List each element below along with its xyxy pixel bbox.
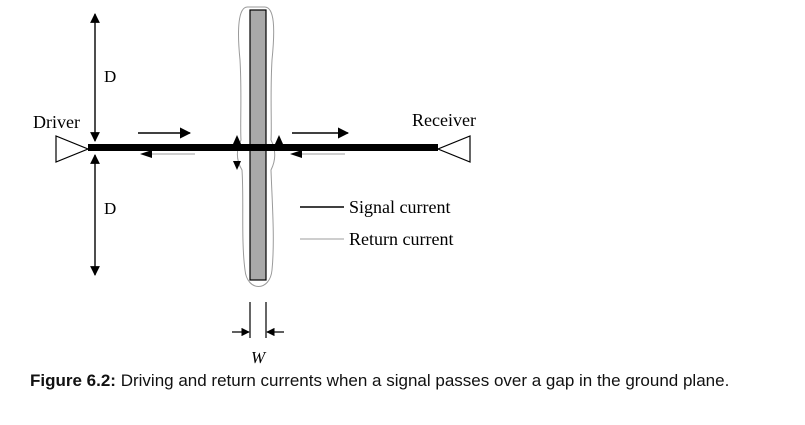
receiver-label: Receiver: [412, 110, 476, 130]
legend-signal-label: Signal current: [349, 197, 450, 217]
return-arrowhead-right: [290, 150, 302, 158]
receiver-symbol: [436, 135, 471, 163]
distance-label-top: D: [104, 67, 116, 86]
figure-caption-text: Driving and return currents when a signa…: [120, 371, 730, 390]
return-arrowhead-left: [140, 150, 152, 158]
driver-symbol: [55, 135, 90, 163]
legend-return-label: Return current: [349, 229, 453, 249]
figure-caption: Figure 6.2: Driving and return currents …: [30, 370, 800, 391]
signal-trace: [88, 144, 438, 151]
distance-label-bottom: D: [104, 199, 116, 218]
gap-outline: [236, 6, 276, 287]
driver-label: Driver: [33, 112, 80, 132]
width-label: W: [251, 348, 267, 367]
gap-edge-arrow-top-left: [233, 135, 241, 144]
figure-caption-label: Figure 6.2:: [30, 371, 116, 390]
gap-edge-arrow-bottom-left: [233, 161, 241, 170]
gap-edge-arrow-top-right: [275, 135, 283, 144]
